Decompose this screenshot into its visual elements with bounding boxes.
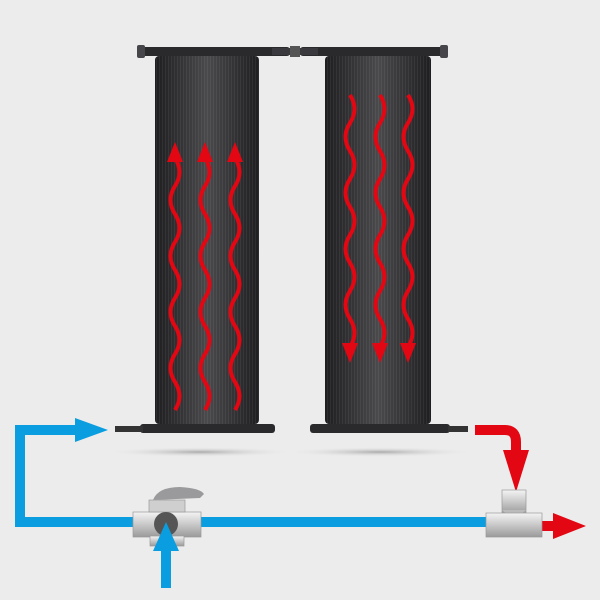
panel-shadow <box>285 447 475 457</box>
heat-flow-line <box>228 156 242 412</box>
panel-shadow <box>105 447 295 457</box>
down-arrow-icon <box>503 450 529 492</box>
hot-water-pipe <box>475 425 521 470</box>
inlet-arrow-icon <box>75 418 108 442</box>
arrow-up-icon <box>197 142 213 162</box>
bottom-header-pipe <box>115 424 468 433</box>
arrow-down-icon <box>400 343 416 363</box>
valve-handle[interactable] <box>153 487 204 500</box>
tee-fitting <box>485 489 543 538</box>
heat-flow-line <box>168 156 182 412</box>
arrow-down-icon <box>372 343 388 363</box>
heat-flow-line <box>198 156 212 412</box>
supply-arrow-icon <box>153 522 179 551</box>
flow-arrows <box>167 93 416 412</box>
heat-flow-line <box>373 93 387 349</box>
heat-flow-line <box>401 93 415 349</box>
arrow-up-icon <box>167 142 183 162</box>
arrow-up-icon <box>227 142 243 162</box>
arrow-down-icon <box>342 343 358 363</box>
top-header-pipe <box>137 45 448 58</box>
outlet-arrow-icon <box>553 513 586 539</box>
three-way-valve[interactable] <box>132 487 204 551</box>
heat-flow-line <box>343 93 357 349</box>
